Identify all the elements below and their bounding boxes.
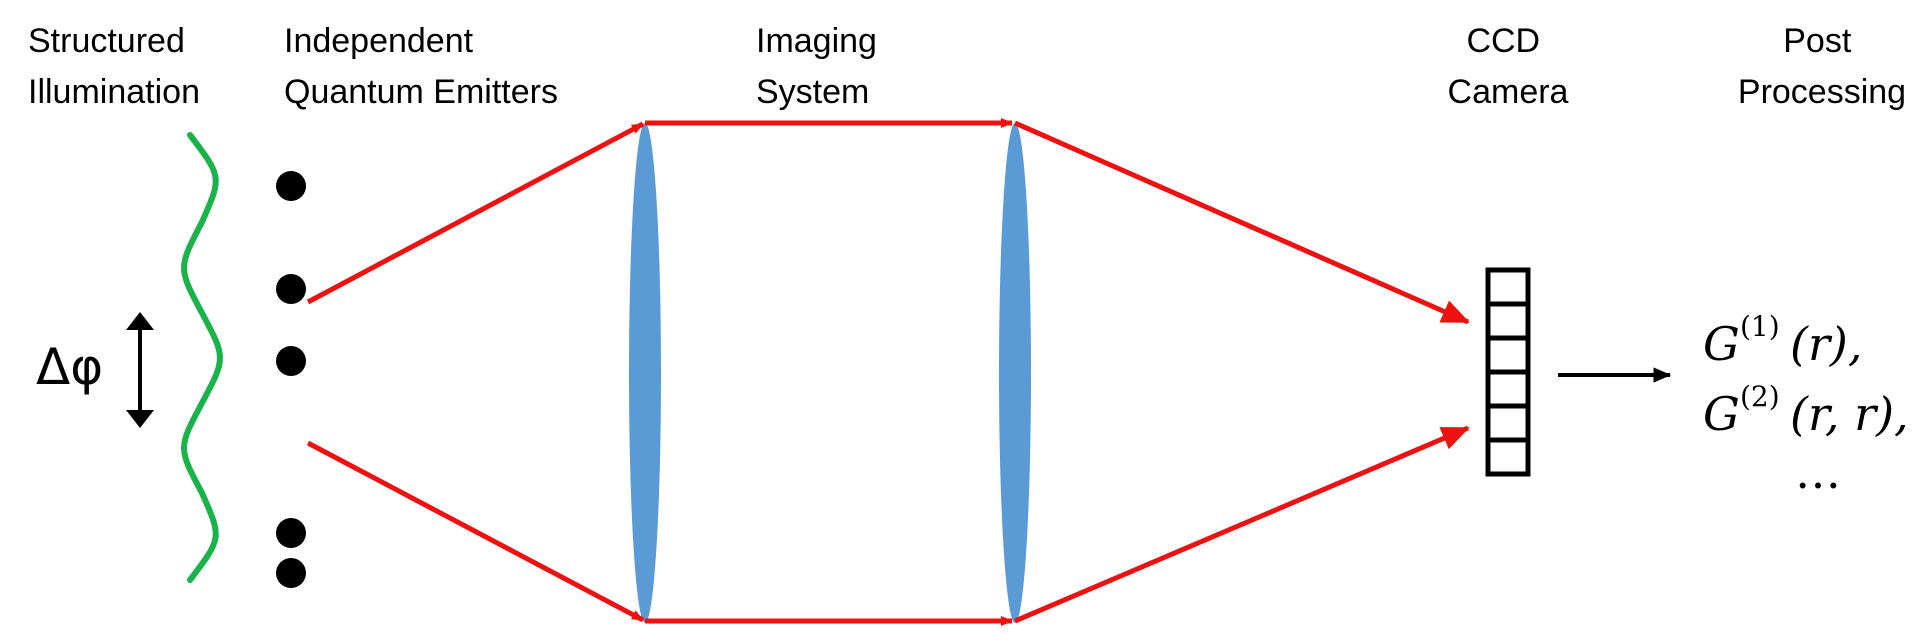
- lens-2: [999, 123, 1031, 623]
- light-rays: [306, 118, 1470, 626]
- output-ellipsis: …: [1795, 445, 1841, 499]
- g1-args: (r),: [1790, 317, 1863, 371]
- g2-order: (2): [1740, 380, 1780, 413]
- label-structured-illumination: Structured Illumination: [28, 22, 200, 111]
- lens-1: [629, 123, 661, 623]
- g1-order: (1): [1740, 310, 1780, 343]
- g1-symbol: G: [1703, 317, 1740, 371]
- ccd-pixel: [1485, 369, 1531, 409]
- ccd-pixel: [1485, 403, 1531, 443]
- g2-symbol: G: [1703, 387, 1740, 441]
- output-g1: G (1) (r),: [1703, 310, 1863, 371]
- output-g2: G (2) (r, r),: [1703, 380, 1909, 441]
- emitter-dot: [276, 558, 306, 588]
- label-independent-quantum-emitters: Independent Quantum Emitters: [284, 22, 558, 111]
- emitter-dot: [276, 171, 306, 201]
- label-imaging-system: Imaging System: [756, 22, 886, 111]
- ray-upper-to-lens1: [306, 121, 645, 305]
- label-post-processing: Post Processing: [1738, 22, 1906, 111]
- ccd-pixel: [1485, 335, 1531, 375]
- ray-lower-to-lens1: [306, 440, 645, 623]
- illumination-wave: [181, 132, 223, 583]
- ccd-pixel: [1485, 301, 1531, 341]
- phase-shift-double-arrow: [126, 312, 154, 428]
- emitter-dot: [276, 346, 306, 376]
- ccd-pixel: [1485, 267, 1531, 307]
- ccd-camera: [1485, 267, 1531, 477]
- ray-upper-to-camera: [1013, 120, 1470, 325]
- emitter-dot: [276, 274, 306, 304]
- ccd-pixel: [1485, 437, 1531, 477]
- ray-lower-to-camera: [1014, 425, 1470, 624]
- emitter-dot: [276, 518, 306, 548]
- label-ccd-camera: CCD Camera: [1448, 22, 1569, 111]
- emitters: [276, 171, 306, 588]
- g2-args: (r, r),: [1790, 387, 1909, 441]
- delta-phi-label: Δφ: [36, 338, 103, 396]
